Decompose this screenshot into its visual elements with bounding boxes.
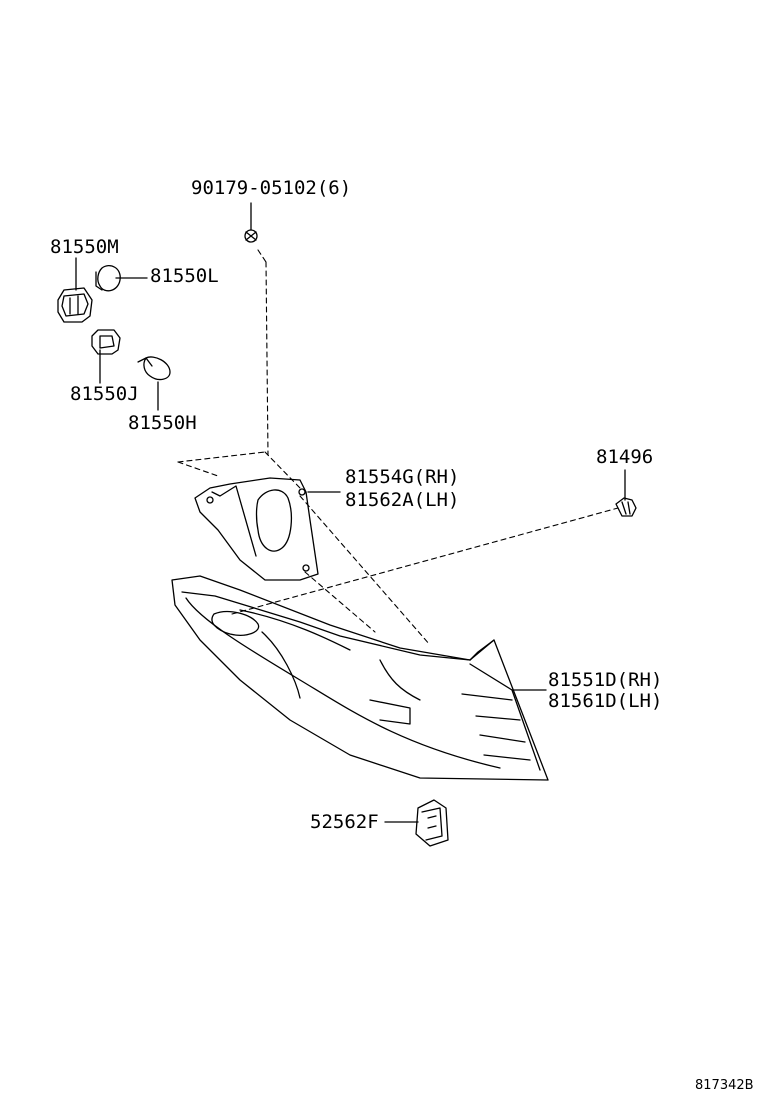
part-label-clip[interactable]: 81496: [596, 446, 654, 468]
part-label-gasket-lh[interactable]: 81562A(LH): [345, 489, 460, 511]
screw-icon[interactable]: [244, 229, 258, 243]
part-label-bulb-l[interactable]: 81550L: [150, 265, 219, 287]
bulb-l-icon[interactable]: [95, 265, 121, 292]
part-label-socket-j[interactable]: 81550J: [70, 383, 139, 405]
part-label-gasket-rh[interactable]: 81554G(RH): [345, 466, 460, 488]
part-label-lamp-rh[interactable]: 81551D(RH): [548, 669, 663, 691]
diagram-reference-id: 817342B: [695, 1078, 754, 1093]
part-label-socket-m[interactable]: 81550M: [50, 236, 119, 258]
part-label-bracket[interactable]: 52562F: [310, 811, 379, 833]
socket-m-icon[interactable]: [57, 287, 93, 323]
part-label-screw[interactable]: 90179-05102(6): [191, 177, 352, 199]
gasket-icon[interactable]: [194, 477, 319, 581]
part-label-lamp-lh[interactable]: 81561D(LH): [548, 690, 663, 712]
socket-j-icon[interactable]: [91, 329, 121, 355]
bulb-h-icon[interactable]: [137, 356, 171, 381]
clip-icon[interactable]: [615, 497, 637, 517]
tail-lamp-icon[interactable]: [171, 575, 549, 781]
assembly-dashed-lines: [177, 249, 619, 646]
part-label-bulb-h[interactable]: 81550H: [128, 412, 197, 434]
bracket-icon[interactable]: [415, 799, 449, 847]
leader-lines: [75, 202, 626, 823]
